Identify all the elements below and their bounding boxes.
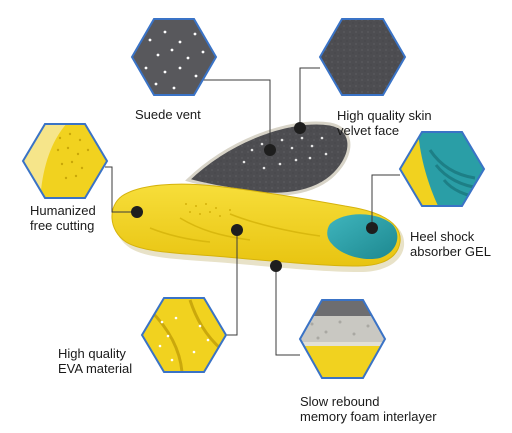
callout-eva-material: High quality EVA material [58,346,133,376]
eva-groove-icon [140,297,228,373]
callout-memory-foam: Slow rebound memory foam interlayer [300,394,437,424]
front-insole [111,183,405,272]
velvet-texture-icon [318,18,407,96]
callout-suede-vent: Suede vent [135,107,201,122]
yellow-arch-icon [21,123,109,199]
vent-pattern-icon [130,18,218,96]
blue-gel-icon [398,131,486,207]
connector-dots [131,122,378,272]
callout-skin-velvet: High quality skin velvet face [337,108,432,138]
back-insole [185,121,351,196]
callout-humanized-cutting: Humanized free cutting [30,203,96,233]
callout-heel-gel: Heel shock absorber GEL [410,229,491,259]
foam-layers-icon [298,299,387,379]
